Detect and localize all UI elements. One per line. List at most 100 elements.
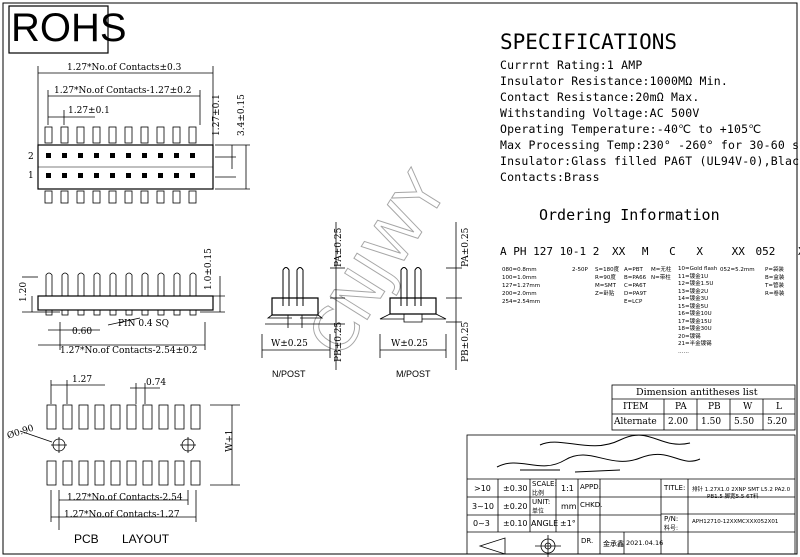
part-number: APH12710-12XXMCXXX052X01 xyxy=(692,519,779,525)
unit-label-cn: 单位 xyxy=(532,508,545,515)
code-part: M xyxy=(641,245,649,258)
code-part: 2 xyxy=(592,245,600,258)
spec-line: Contact Resistance:20mΩ Max. xyxy=(500,90,700,104)
pn-label: P/N: xyxy=(664,515,679,523)
drawing-date: 2021.04.16 xyxy=(626,539,664,547)
pins-option: 2-50P xyxy=(572,267,588,273)
pcb-pad-width: 0.74 xyxy=(146,378,167,388)
rohs-label: ROHS xyxy=(11,6,127,50)
scale-label-cn: 比例 xyxy=(532,490,545,497)
pcb-title: PCB xyxy=(74,532,99,546)
spec-line: Contacts:Brass xyxy=(500,170,600,184)
spec-line: Currrnt Rating:1 AMP xyxy=(500,58,643,72)
dim-header-w: W xyxy=(743,402,753,412)
row-label-2: 2 xyxy=(28,152,34,162)
w-dim-n: W±0.25 xyxy=(271,339,308,349)
dim-height: 3.4±0.15 xyxy=(237,94,247,136)
view-label-n-post: N/POST xyxy=(272,369,306,379)
dim-row-w: 5.50 xyxy=(734,417,755,427)
material-options: A=PBT B=PA66 C=PA6T D=PA9T E=LCP xyxy=(624,267,647,305)
code-part: PH xyxy=(513,245,527,258)
spec-line: Max Processing Temp:230° -260° for 30-60… xyxy=(500,138,800,152)
row-label-1: 1 xyxy=(28,171,34,181)
dim-row: 1.27±0.1 xyxy=(212,94,222,136)
dim-header-l: L xyxy=(776,402,782,412)
pitch-options: 080=0.8mm 100=1.0mm 127=1.27mm 200=2.0mm… xyxy=(502,267,541,305)
unit-value: mm xyxy=(561,502,577,511)
ordering-code: A PH 127 10-1 2 XX M C X XX 052 X 01 xyxy=(500,245,800,258)
dim-pitch: 1.27±0.1 xyxy=(68,106,110,116)
code-part: 10-1 xyxy=(559,245,587,258)
code-part: X xyxy=(696,245,703,258)
pa-dim-m: PA±0.25 xyxy=(461,227,471,267)
top-view xyxy=(37,66,250,190)
dim-row-pa: 2.00 xyxy=(668,417,689,427)
pack-options: P=袋装 B=盒装 T=管装 R=卷装 xyxy=(765,267,785,297)
specs-title: SPECIFICATIONS xyxy=(500,30,678,54)
post-options: M=无柱 N=带柱 xyxy=(651,267,672,281)
dim-top-inner: 1.27*No.of Contacts-1.27±0.2 xyxy=(54,86,192,96)
side-view-pins xyxy=(45,272,197,316)
dim-side-bottom: 1.27*No.of Contacts-2.54±0.2 xyxy=(60,346,198,356)
pn-label-cn: 料号: xyxy=(664,525,679,532)
tol-range-2: 3~10 xyxy=(472,502,494,511)
drawer-name: 金承鑫 xyxy=(603,540,624,548)
angle-label: ANGLE xyxy=(531,519,559,528)
watermark: CNJWY xyxy=(295,160,462,368)
dim-row-l: 5.20 xyxy=(767,417,788,427)
redaction-scribbles xyxy=(496,434,701,473)
dim-row-item: Alternate xyxy=(614,417,657,427)
angle-options: S=180度 R=90度 M=SMT Z=卧贴 xyxy=(595,267,620,297)
title-value-2: PB1.5 脚宽5.5 6T料 xyxy=(707,494,759,500)
dim-header-item: ITEM xyxy=(623,402,649,412)
dim-side-height: 1.20 xyxy=(19,281,29,302)
length-option: 052=5.2mm xyxy=(720,267,755,273)
code-part: C xyxy=(669,245,676,258)
dimension-table-frame xyxy=(611,384,796,431)
dim-060: 0.60 xyxy=(72,327,93,337)
dim-header-pb: PB xyxy=(708,402,721,412)
scale-label: SCALE: xyxy=(532,480,557,488)
pcb-dim-1: 1.27*No.of Contacts-2.54 xyxy=(67,493,183,503)
watermark-text: CNJWY xyxy=(295,161,461,368)
m-post-view xyxy=(379,222,462,370)
specs-list: Currrnt Rating:1 AMP Insulator Resistanc… xyxy=(500,57,800,185)
rohs-box xyxy=(8,5,109,54)
dim-top-outer: 1.27*No.of Contacts±0.3 xyxy=(67,63,182,73)
dim-pin-sq: PIN 0.4 SQ xyxy=(118,319,170,329)
code-part: X xyxy=(798,245,800,258)
pcb-layout xyxy=(19,380,240,530)
angle-value: ±1° xyxy=(560,519,576,528)
code-part: 127 xyxy=(533,245,553,258)
appd-label: APPD. xyxy=(580,483,601,491)
dr-label: DR. xyxy=(581,537,594,545)
dim-side-right: 1.0±0.15 xyxy=(204,248,214,290)
view-label-m-post: M/POST xyxy=(396,369,431,379)
scale-value: 1:1 xyxy=(561,484,574,493)
side-view xyxy=(22,276,225,350)
unit-label: UNIT: xyxy=(532,498,551,506)
title-block-frame xyxy=(466,434,796,557)
tol-value-2: ±0.20 xyxy=(503,502,528,511)
code-part: A xyxy=(500,245,507,258)
dim-header-pa: PA xyxy=(675,402,687,412)
spec-line: Withstanding Voltage:AC 500V xyxy=(500,106,700,120)
tol-value-1: ±0.30 xyxy=(503,484,528,493)
ordering-title: Ordering Information xyxy=(539,206,720,224)
pa-dim-n: PA±0.25 xyxy=(334,227,344,267)
spec-line: Insulator Resistance:1000MΩ Min. xyxy=(500,74,728,88)
dimension-list-title: Dimension antitheses list xyxy=(636,387,758,398)
spec-line: Operating Temperature:-40℃ to +105℃ xyxy=(500,122,762,136)
title-label: TITLE: xyxy=(664,484,686,492)
title-value: 排针 1.27X1.0 2XNP SMT L5.2 PA2.0 xyxy=(692,487,791,493)
tol-range-3: 0~3 xyxy=(473,519,490,528)
w-dim-m: W±0.25 xyxy=(391,339,428,349)
top-view-pins xyxy=(44,126,197,204)
layout-title: LAYOUT xyxy=(122,532,170,546)
pcb-dim-2: 1.27*No.of Contacts-1.27 xyxy=(64,510,180,520)
spec-line: Insulator:Glass filled PA6T (UL94V-0),Bl… xyxy=(500,154,800,168)
pcb-pitch: 1.27 xyxy=(72,375,93,385)
